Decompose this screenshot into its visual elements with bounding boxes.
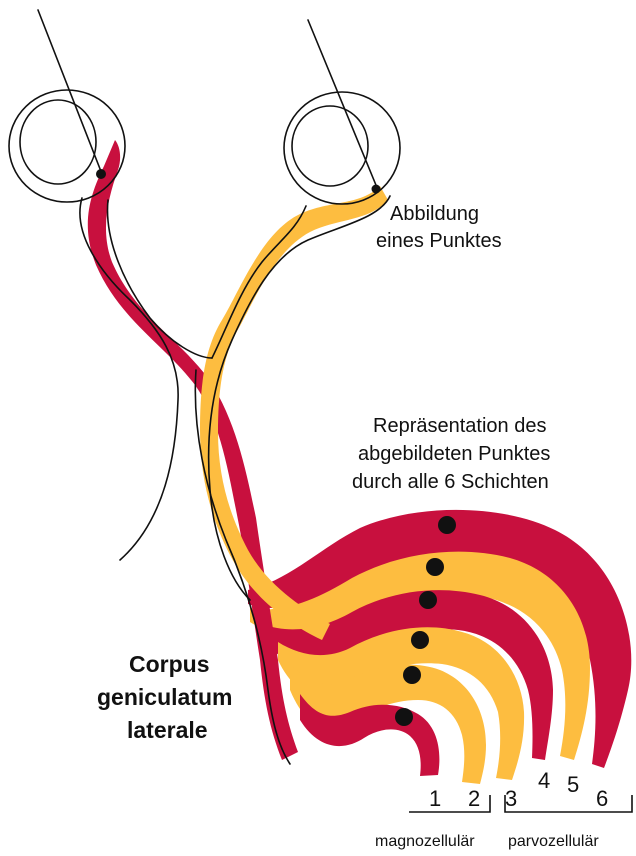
structure-name-1: Corpus (129, 651, 210, 677)
left-eyeball (9, 90, 125, 202)
structure-name-2: geniculatum (97, 684, 232, 710)
point-image-label-2: eines Punktes (376, 230, 502, 252)
left-light-ray (38, 10, 102, 174)
right-eye-point-dot (372, 185, 381, 194)
parvocellular-bracket (505, 795, 632, 812)
right-eyeball (284, 92, 400, 204)
layer-number-4: 4 (538, 768, 550, 793)
layer-number-2: 2 (468, 786, 480, 811)
left-eye-point-dot (96, 169, 106, 179)
right-light-ray (308, 20, 378, 190)
layer-number-5: 5 (567, 772, 579, 797)
layer-1-dot (395, 708, 413, 726)
representation-label-2: abgebildeten Punktes (358, 443, 550, 465)
representation-label-3: durch alle 6 Schichten (352, 471, 549, 493)
layer-6-dot (438, 516, 456, 534)
left-eye-lens (20, 100, 96, 184)
structure-name-3: laterale (127, 717, 208, 743)
layer-5-dot (426, 558, 444, 576)
point-image-label-1: Abbildung (390, 203, 479, 225)
layer-3-dot (411, 631, 429, 649)
layer-2-dot (403, 666, 421, 684)
layer-number-1: 1 (429, 786, 441, 811)
parvocellular-label: parvozellulär (508, 833, 599, 850)
layer-number-6: 6 (596, 786, 608, 811)
layer-4-dot (419, 591, 437, 609)
right-eye-lens (292, 106, 368, 186)
magnocellular-label: magnozellulär (375, 833, 475, 850)
lgn-layers (248, 510, 631, 784)
layer-number-3: 3 (505, 786, 517, 811)
representation-label-1: Repräsentation des (373, 415, 546, 437)
